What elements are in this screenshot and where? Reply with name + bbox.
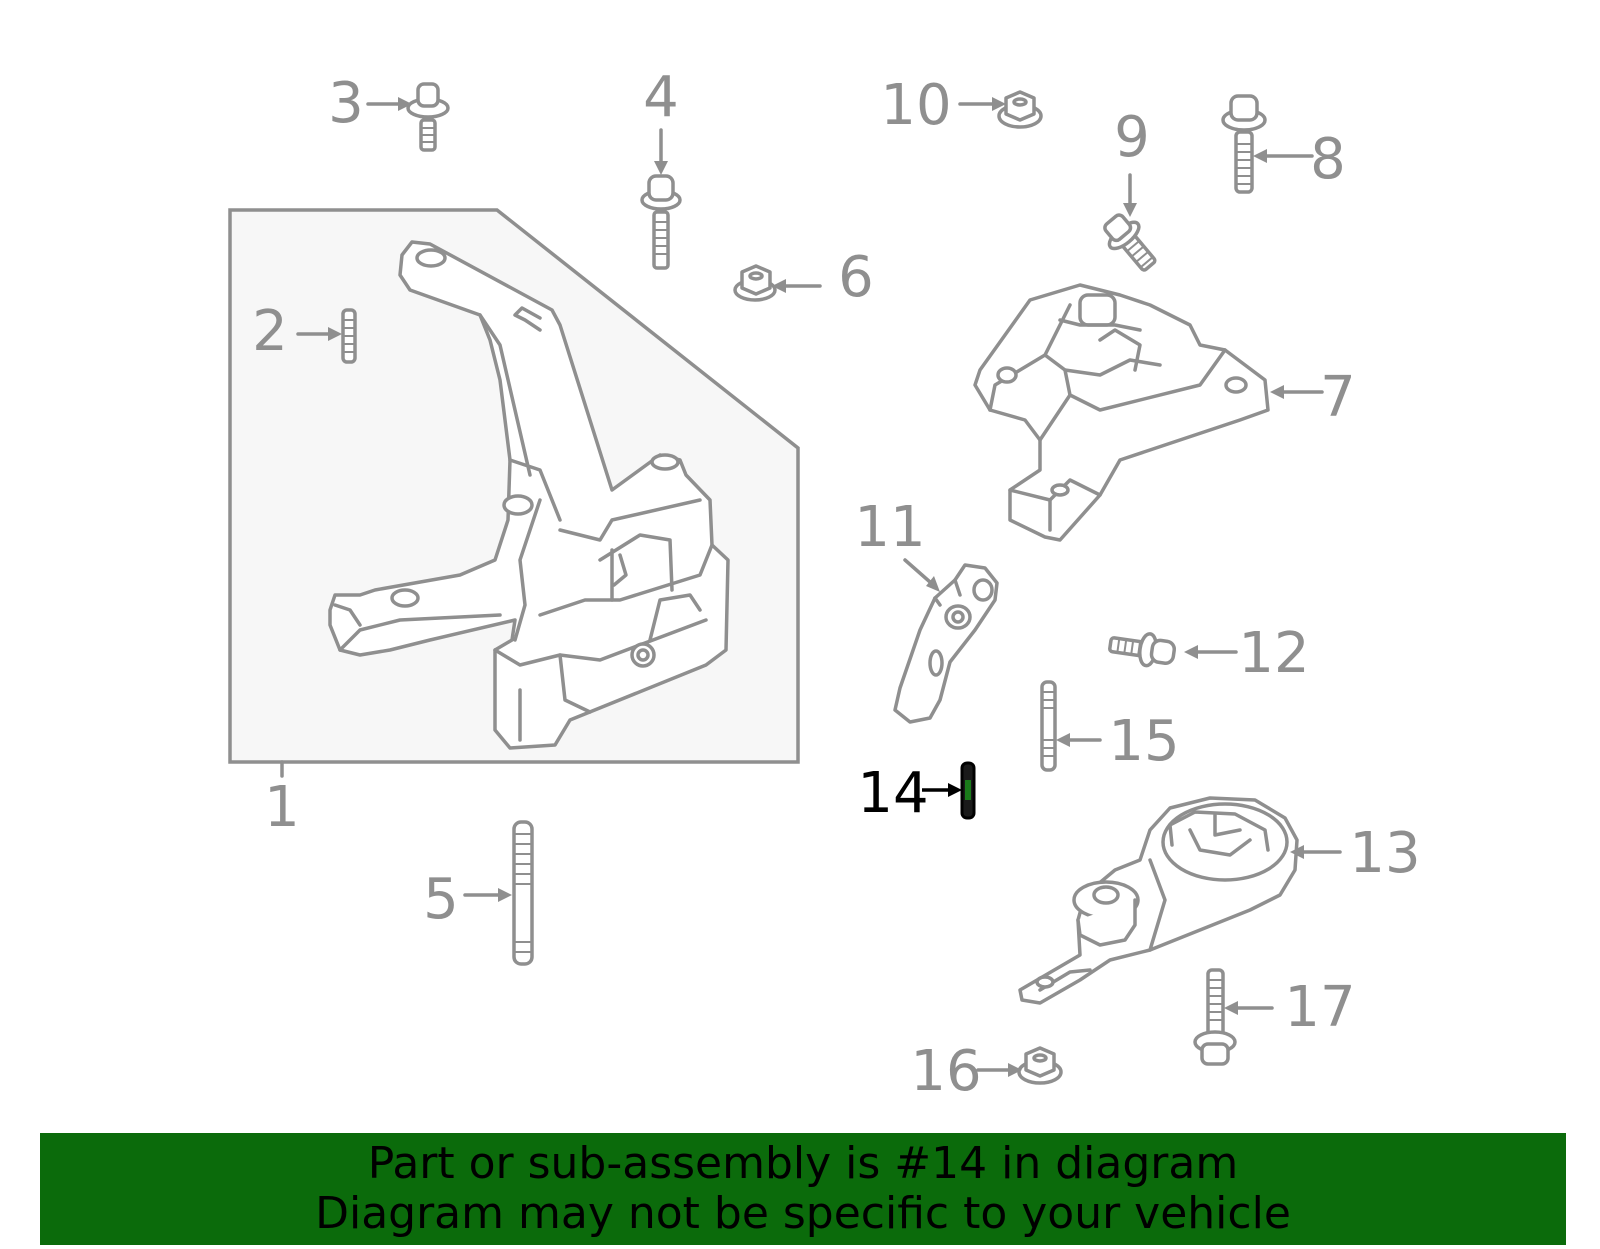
callout-4: 4 [643, 65, 679, 130]
callout-13: 13 [1349, 821, 1420, 886]
callout-1: 1 [264, 775, 300, 840]
stud-part-15 [1040, 680, 1102, 772]
bolt-part-12 [1108, 632, 1238, 668]
bolt-part-4 [640, 128, 682, 270]
callout-12: 12 [1238, 621, 1309, 686]
info-banner: Part or sub-assembly is #14 in diagram D… [40, 1133, 1566, 1245]
nut-part-16 [976, 1046, 1063, 1085]
stud-part-2 [296, 308, 357, 364]
banner-line-2: Diagram may not be specific to your vehi… [315, 1188, 1291, 1239]
engine-mount-part-7 [973, 283, 1324, 542]
bolt-part-3 [366, 82, 450, 152]
banner-line-1: Part or sub-assembly is #14 in diagram [367, 1138, 1239, 1189]
callout-10: 10 [880, 73, 951, 138]
callout-5: 5 [423, 867, 459, 932]
bolt-part-9 [1103, 173, 1157, 272]
callout-8: 8 [1310, 127, 1346, 192]
callout-17: 17 [1284, 975, 1355, 1040]
callout-14-highlighted: 14 [857, 761, 928, 826]
stud-part-5 [463, 820, 534, 966]
callout-16: 16 [910, 1039, 981, 1104]
callout-11: 11 [854, 495, 925, 560]
transmission-mount-bracket [328, 240, 730, 750]
callout-3: 3 [328, 71, 364, 136]
callout-6: 6 [838, 245, 874, 310]
bolt-part-17 [1193, 968, 1274, 1066]
callout-9: 9 [1114, 105, 1150, 170]
torque-mount-part-13 [1018, 796, 1342, 1005]
bracket-part-11 [893, 558, 999, 724]
callout-2: 2 [252, 299, 288, 364]
callout-15: 15 [1108, 709, 1179, 774]
bolt-part-8 [1221, 94, 1314, 194]
callout-7: 7 [1320, 365, 1356, 430]
stud-part-14-highlighted [922, 761, 976, 820]
nut-part-6 [733, 264, 822, 302]
nut-part-10 [958, 90, 1043, 129]
